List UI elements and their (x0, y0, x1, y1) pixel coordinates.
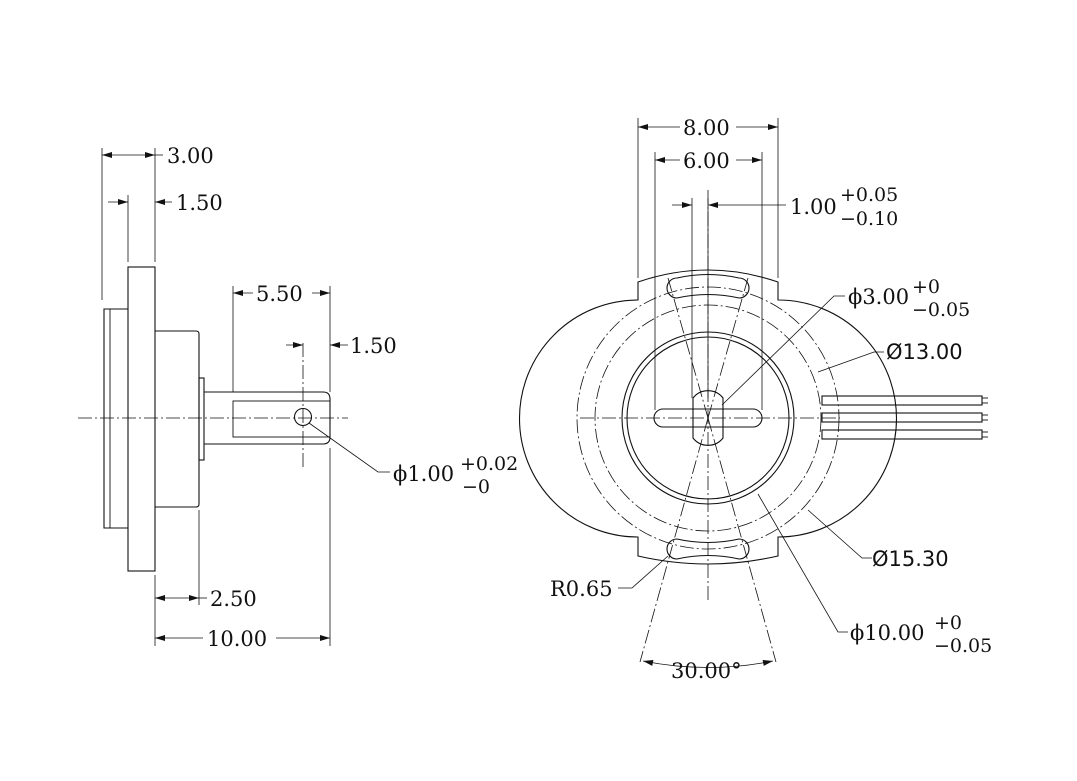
dim-flat-width: 1.00 (790, 195, 837, 219)
key-slot (653, 408, 763, 428)
dim-flat-tol-lower: −0.10 (840, 208, 898, 230)
pcd-outer-leader (807, 509, 872, 559)
rotor-leader (757, 493, 848, 633)
dim-flange-step: 1.50 (176, 191, 223, 215)
angle-line (707, 277, 749, 419)
shaft-bore (692, 390, 724, 446)
dim-radius: R0.65 (550, 577, 613, 601)
dim-hole-offset: 1.50 (350, 334, 397, 358)
dim-hole-tol-upper: +0.02 (460, 453, 518, 475)
dim-pcd-inner: Ø13.00 (886, 340, 963, 364)
angle-dim-arc (642, 660, 774, 668)
flange-outer (103, 308, 128, 529)
wire-3 (821, 429, 983, 440)
dim-bore-tol-lower: −0.05 (912, 299, 970, 321)
angle-line (667, 277, 709, 419)
dim-angle: 30.00° (671, 659, 742, 683)
bore-leader (721, 295, 845, 406)
lead-wires (821, 395, 988, 440)
flange-plate (127, 266, 156, 572)
wire-1 (821, 395, 983, 406)
dim-hole-tol-lower: −0 (462, 476, 490, 498)
dim-slot-outer: 8.00 (683, 116, 730, 140)
dim-pcd-outer: Ø15.30 (872, 547, 949, 571)
dim-slot-inner: 6.00 (683, 149, 730, 173)
dim-bore-tol-upper: +0 (912, 276, 940, 298)
housing-outline (518, 269, 898, 565)
dim-rotor-tol-lower: −0.05 (934, 635, 992, 657)
dim-total-length: 10.00 (207, 627, 267, 651)
angle-line-lower (707, 417, 777, 663)
mounting-slot-top (666, 273, 750, 299)
angle-line-lower (639, 417, 709, 663)
shaft-collar (198, 377, 205, 461)
cross-hole (293, 407, 313, 427)
dim-flat-tol-upper: +0.05 (840, 184, 898, 206)
hole-leader (308, 422, 390, 473)
pcd-inner-leader (817, 351, 884, 373)
dim-rotor-tol-upper: +0 (934, 612, 962, 634)
dim-body: 2.50 (210, 587, 257, 611)
dim-flange-total: 3.00 (167, 144, 214, 168)
side-view: 3.00 1.50 5.50 1.50 ϕ1.00 +0.02 −0 2.50 … (78, 144, 518, 651)
housing-body (155, 330, 200, 508)
radius-leader (618, 555, 669, 589)
mounting-slot-bottom (666, 538, 750, 560)
dim-bore: ϕ3.00 (848, 285, 909, 309)
wire-2 (821, 412, 983, 423)
dim-shaft-flat: 5.50 (256, 282, 303, 306)
shaft-flat (232, 400, 331, 438)
dim-rotor: ϕ10.00 (850, 621, 924, 645)
dim-hole-diameter: ϕ1.00 (393, 462, 454, 486)
front-view: 8.00 6.00 1.00 +0.05 −0.10 ϕ3.00 +0 −0.0… (518, 116, 992, 683)
